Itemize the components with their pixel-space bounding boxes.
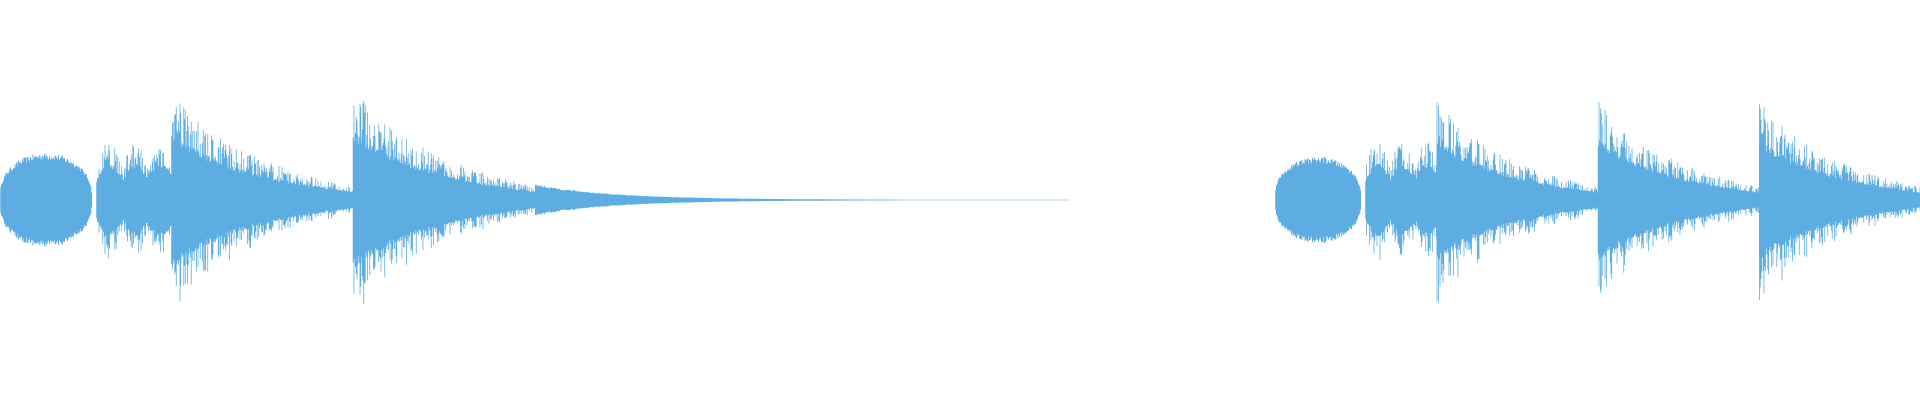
waveform-peaks-1 <box>98 100 534 305</box>
waveform-peaks-2 <box>1366 102 1920 303</box>
waveform-clip-2[interactable] <box>1275 102 1920 303</box>
waveform-clip-1[interactable] <box>0 100 1070 305</box>
waveform-body-2 <box>1275 140 1920 260</box>
